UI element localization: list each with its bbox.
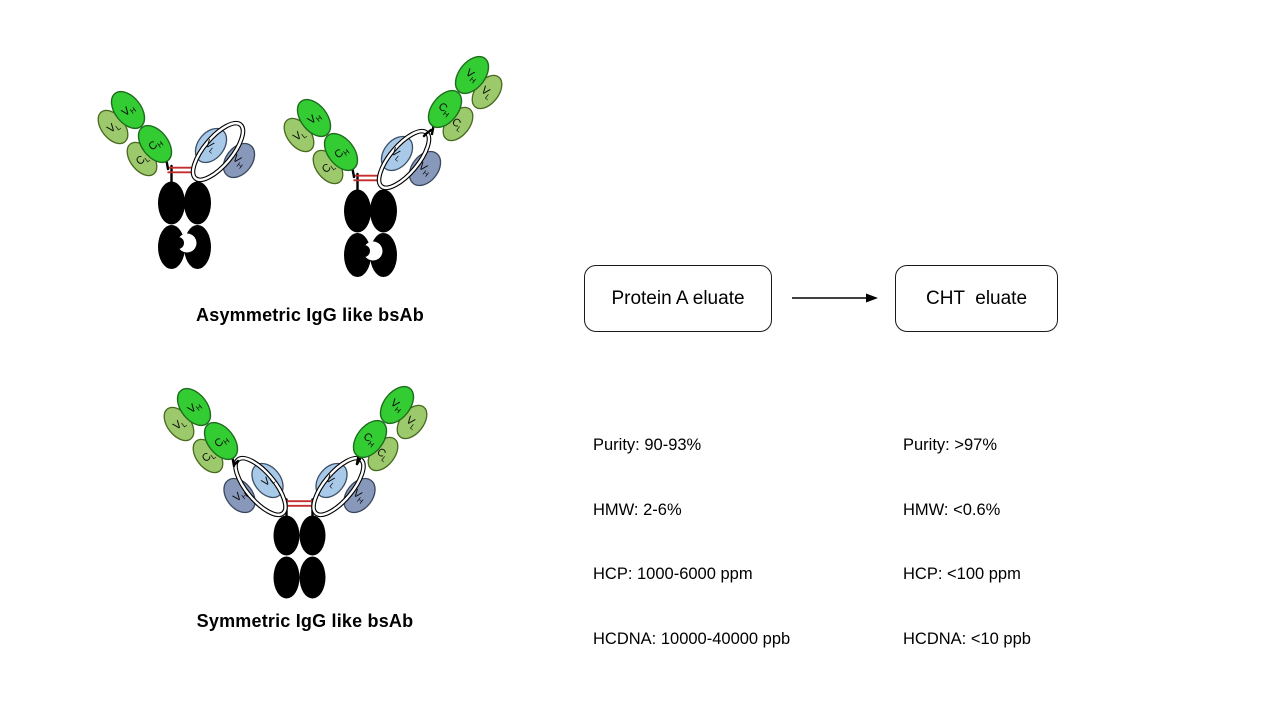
stat-line: Purity: 90-93% xyxy=(593,436,702,454)
stat-line: HCP: 1000-6000 ppm xyxy=(593,565,753,583)
flow-node-label: Protein A eluate xyxy=(611,287,745,309)
asymmetric-bsab-1 xyxy=(91,84,261,271)
stat-line: HCDNA: <10 ppb xyxy=(903,629,1031,648)
stat-line: HCDNA: 10000-40000 ppb xyxy=(593,629,791,648)
stat-line: HMW: <0.6% xyxy=(903,500,1001,519)
cht-eluate-stats: Purity: >97% HMW: <0.6% HCP: <100 ppm HC… xyxy=(903,392,1031,693)
flow-arrow-icon xyxy=(792,293,878,303)
stat-line: HCP: <100 ppm xyxy=(903,565,1021,583)
protein-a-eluate-stats: Purity: 90-93% HMW: 2-6% HCP: 1000-6000 … xyxy=(593,392,790,693)
asymmetric-bsab-2 xyxy=(277,49,509,279)
scfv-to-fab-connector xyxy=(422,128,433,138)
flow-node-cht-eluate: CHT eluate xyxy=(895,265,1058,332)
symmetric-caption: Symmetric IgG like bsAb xyxy=(196,611,414,631)
flow-node-protein-a-eluate: Protein A eluate xyxy=(584,265,772,332)
symmetric-bsab xyxy=(157,379,434,600)
stat-line: Purity: >97% xyxy=(903,436,998,454)
stat-line: HMW: 2-6% xyxy=(593,500,682,519)
asymmetric-caption: Asymmetric IgG like bsAb xyxy=(196,305,424,325)
antibody-diagram-svg: VL CL VH CH VL CL VH CH xyxy=(91,49,509,600)
flow-node-label: CHT eluate xyxy=(925,287,1028,309)
